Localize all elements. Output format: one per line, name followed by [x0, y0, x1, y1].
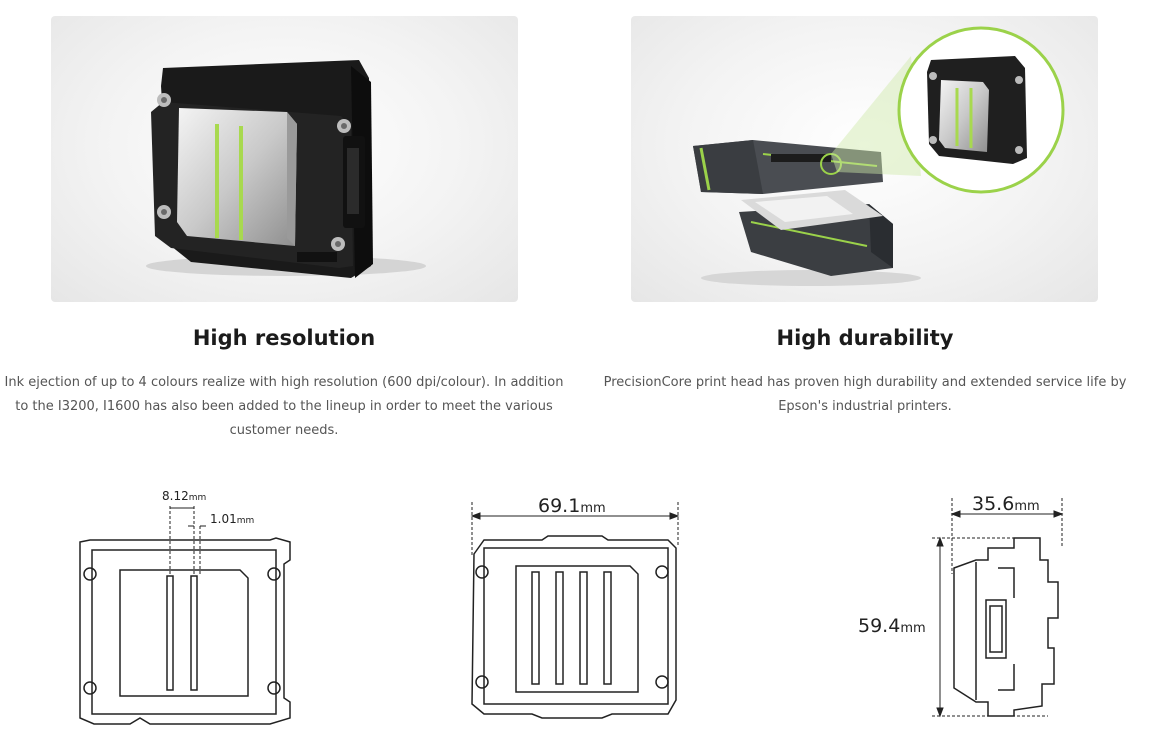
printer-photo-card — [631, 16, 1098, 302]
printhead-photo — [146, 60, 426, 278]
width-label: 69.1mm — [538, 495, 606, 517]
nozzle-pitch-label: 8.12mm — [162, 489, 206, 503]
feature-title-resolution: High resolution — [192, 326, 376, 350]
feature-description-resolution: Ink ejection of up to 4 colours realize … — [4, 375, 564, 438]
row-gap-label: 1.01mm — [210, 512, 254, 526]
height-label: 59.4mm — [858, 615, 926, 637]
printhead-photo-card — [51, 16, 518, 302]
feature-title-durability: High durability — [776, 326, 954, 350]
width-diagram: 69.1mm — [470, 495, 680, 719]
depth-label: 35.6mm — [972, 493, 1040, 515]
printer-photo — [693, 26, 1065, 286]
nozzle-pitch-diagram: 8.12mm 1.01mm — [79, 489, 291, 725]
feature-description-durability: PrecisionCore print head has proven high… — [603, 375, 1127, 414]
side-dimension-diagram: 35.6mm 59.4mm — [858, 493, 1064, 718]
